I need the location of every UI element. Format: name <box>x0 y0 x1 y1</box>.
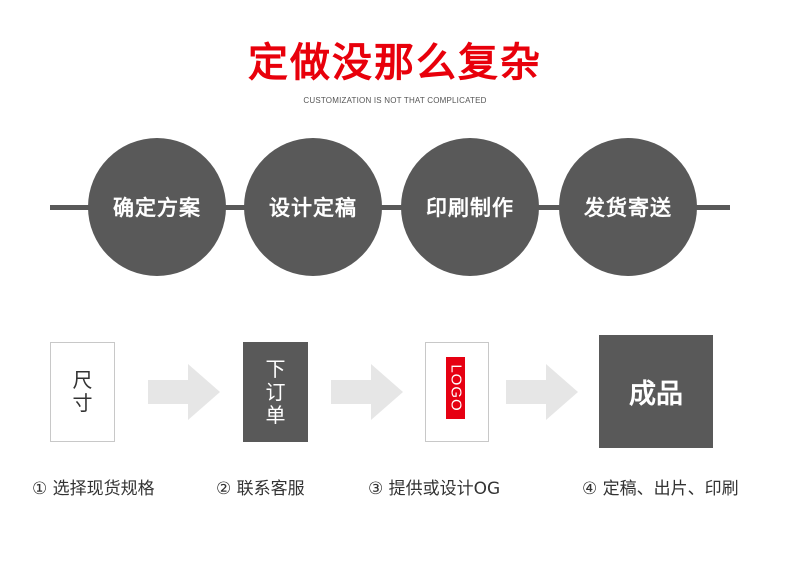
page-subtitle: CUSTOMIZATION IS NOT THAT COMPLICATED <box>303 96 487 105</box>
caption-step-2: ② 联系客服 <box>216 479 305 499</box>
step-circle-1 <box>88 138 226 276</box>
order-card-char-2: 订 <box>265 380 286 404</box>
arrow-icon <box>506 364 578 420</box>
step-circle-3 <box>401 138 539 276</box>
page-title: 定做没那么复杂 <box>248 40 542 86</box>
size-card: 尺 寸 <box>50 342 115 442</box>
step-circle-2 <box>244 138 382 276</box>
step-label-3: 印刷制作 <box>426 196 514 220</box>
final-product-card: 成品 <box>599 335 713 448</box>
size-card-char-2: 寸 <box>72 391 93 415</box>
size-card-char-1: 尺 <box>72 368 93 392</box>
step-circle-4 <box>559 138 697 276</box>
logo-text: LOGO <box>447 364 464 412</box>
order-card-char-1: 下 <box>265 357 286 381</box>
caption-step-3: ③ 提供或设计OG <box>368 479 501 499</box>
step-label-1: 确定方案 <box>113 196 201 220</box>
caption-step-4: ④ 定稿、出片、印刷 <box>582 479 739 499</box>
arrow-icon <box>148 364 220 420</box>
order-card: 下 订 单 <box>243 342 308 442</box>
final-product-label: 成品 <box>629 379 683 410</box>
step-label-4: 发货寄送 <box>584 196 672 220</box>
logo-tag: LOGO <box>446 357 465 419</box>
caption-step-1: ① 选择现货规格 <box>32 479 155 499</box>
step-label-2: 设计定稿 <box>269 196 357 220</box>
logo-card: LOGO <box>425 342 489 442</box>
arrow-icon <box>331 364 403 420</box>
order-card-char-3: 单 <box>265 403 286 427</box>
